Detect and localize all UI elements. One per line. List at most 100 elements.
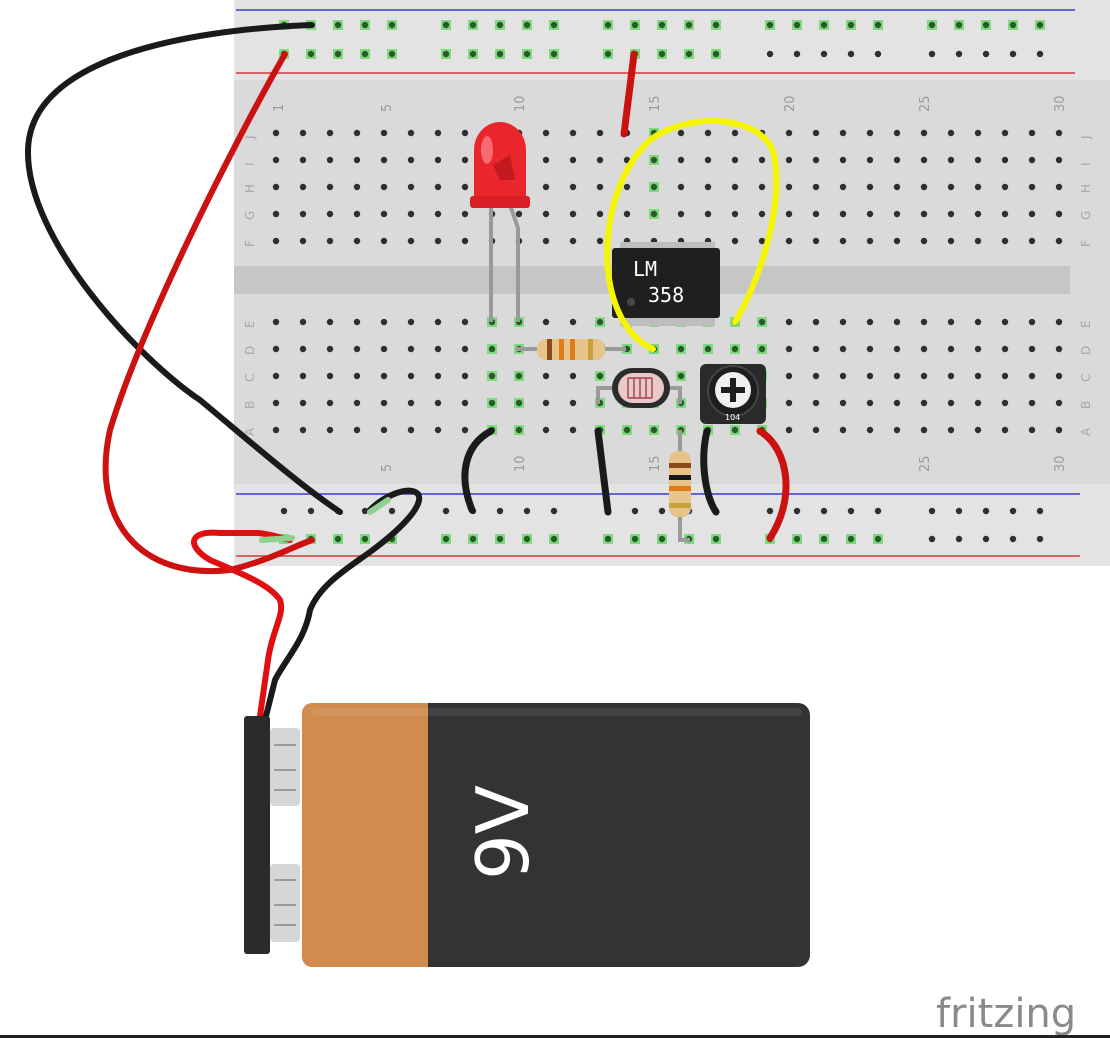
breadboard-hole[interactable] [820, 535, 828, 543]
breadboard-hole[interactable] [920, 129, 928, 137]
breadboard-hole[interactable] [1028, 426, 1036, 434]
breadboard-hole[interactable] [812, 399, 820, 407]
breadboard-hole[interactable] [847, 507, 855, 515]
breadboard-hole[interactable] [569, 210, 577, 218]
breadboard-hole[interactable] [650, 426, 658, 434]
breadboard-hole[interactable] [461, 237, 469, 245]
breadboard-hole[interactable] [866, 372, 874, 380]
breadboard-hole[interactable] [658, 507, 666, 515]
breadboard-hole[interactable] [731, 183, 739, 191]
breadboard-hole[interactable] [920, 237, 928, 245]
breadboard-hole[interactable] [407, 345, 415, 353]
breadboard-hole[interactable] [272, 318, 280, 326]
lm358-chip[interactable]: LM 358 [612, 242, 720, 326]
breadboard-hole[interactable] [974, 372, 982, 380]
breadboard-hole[interactable] [982, 535, 990, 543]
breadboard-hole[interactable] [793, 21, 801, 29]
breadboard-hole[interactable] [488, 399, 496, 407]
breadboard-hole[interactable] [1009, 535, 1017, 543]
breadboard-hole[interactable] [731, 426, 739, 434]
breadboard-hole[interactable] [380, 318, 388, 326]
breadboard-hole[interactable] [353, 129, 361, 137]
breadboard-hole[interactable] [488, 345, 496, 353]
breadboard-hole[interactable] [550, 50, 558, 58]
breadboard-hole[interactable] [793, 507, 801, 515]
breadboard-hole[interactable] [434, 156, 442, 164]
breadboard-hole[interactable] [469, 50, 477, 58]
breadboard-hole[interactable] [326, 372, 334, 380]
breadboard-hole[interactable] [1036, 535, 1044, 543]
battery-red-lead[interactable] [191, 529, 293, 719]
breadboard-hole[interactable] [1036, 21, 1044, 29]
breadboard-hole[interactable] [893, 345, 901, 353]
breadboard-hole[interactable] [839, 318, 847, 326]
breadboard-hole[interactable] [974, 237, 982, 245]
breadboard-hole[interactable] [515, 399, 523, 407]
breadboard-hole[interactable] [812, 426, 820, 434]
breadboard-hole[interactable] [299, 426, 307, 434]
breadboard-hole[interactable] [785, 318, 793, 326]
breadboard-hole[interactable] [812, 210, 820, 218]
breadboard-hole[interactable] [1055, 237, 1063, 245]
breadboard-hole[interactable] [866, 210, 874, 218]
breadboard-hole[interactable] [974, 318, 982, 326]
breadboard-hole[interactable] [434, 372, 442, 380]
breadboard-hole[interactable] [1028, 210, 1036, 218]
breadboard-hole[interactable] [839, 183, 847, 191]
breadboard-hole[interactable] [353, 372, 361, 380]
breadboard-hole[interactable] [847, 50, 855, 58]
breadboard-hole[interactable] [758, 183, 766, 191]
breadboard-hole[interactable] [1028, 237, 1036, 245]
breadboard-hole[interactable] [461, 318, 469, 326]
breadboard-hole[interactable] [604, 21, 612, 29]
breadboard-hole[interactable] [947, 237, 955, 245]
breadboard-hole[interactable] [461, 210, 469, 218]
breadboard-hole[interactable] [604, 535, 612, 543]
breadboard-hole[interactable] [677, 210, 685, 218]
breadboard-hole[interactable] [1055, 345, 1063, 353]
breadboard-hole[interactable] [272, 237, 280, 245]
breadboard-hole[interactable] [434, 183, 442, 191]
breadboard-hole[interactable] [380, 372, 388, 380]
breadboard-hole[interactable] [812, 318, 820, 326]
breadboard-hole[interactable] [712, 21, 720, 29]
breadboard-hole[interactable] [334, 50, 342, 58]
breadboard-hole[interactable] [1028, 345, 1036, 353]
breadboard-hole[interactable] [974, 210, 982, 218]
breadboard-hole[interactable] [461, 345, 469, 353]
breadboard-hole[interactable] [380, 345, 388, 353]
breadboard-hole[interactable] [1001, 129, 1009, 137]
breadboard-hole[interactable] [1055, 318, 1063, 326]
breadboard-hole[interactable] [272, 156, 280, 164]
breadboard-hole[interactable] [955, 535, 963, 543]
breadboard-hole[interactable] [299, 372, 307, 380]
breadboard-hole[interactable] [407, 183, 415, 191]
breadboard-hole[interactable] [893, 237, 901, 245]
breadboard-hole[interactable] [1001, 156, 1009, 164]
breadboard-hole[interactable] [407, 156, 415, 164]
breadboard-hole[interactable] [974, 183, 982, 191]
breadboard-hole[interactable] [461, 129, 469, 137]
breadboard-hole[interactable] [1028, 372, 1036, 380]
breadboard-hole[interactable] [1028, 129, 1036, 137]
breadboard-hole[interactable] [677, 129, 685, 137]
breadboard-hole[interactable] [677, 372, 685, 380]
breadboard-hole[interactable] [920, 318, 928, 326]
breadboard-hole[interactable] [334, 21, 342, 29]
breadboard-hole[interactable] [758, 156, 766, 164]
breadboard-hole[interactable] [272, 210, 280, 218]
breadboard-hole[interactable] [523, 21, 531, 29]
black-jumper[interactable] [461, 427, 495, 514]
breadboard-hole[interactable] [542, 210, 550, 218]
breadboard-hole[interactable] [1036, 50, 1044, 58]
breadboard-hole[interactable] [569, 183, 577, 191]
breadboard-hole[interactable] [785, 372, 793, 380]
breadboard-hole[interactable] [442, 21, 450, 29]
breadboard-hole[interactable] [550, 507, 558, 515]
breadboard-hole[interactable] [407, 129, 415, 137]
breadboard-hole[interactable] [523, 50, 531, 58]
breadboard-hole[interactable] [326, 183, 334, 191]
breadboard-hole[interactable] [650, 183, 658, 191]
breadboard-hole[interactable] [1028, 156, 1036, 164]
breadboard-hole[interactable] [658, 535, 666, 543]
